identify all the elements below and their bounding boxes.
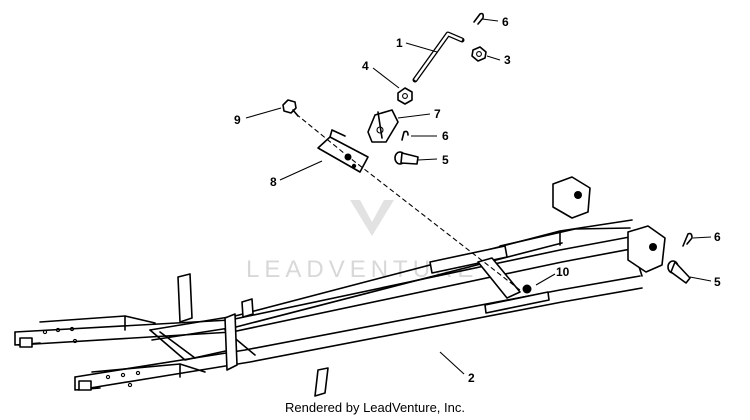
part-5-clevis-pin-right (667, 260, 691, 284)
main-frame-part-2 (14, 176, 666, 397)
part-6-hairpin-mid (401, 130, 409, 141)
callout-6: 6 (714, 230, 721, 244)
part-8-bracket (317, 129, 369, 173)
part-1-l-pin (412, 31, 465, 83)
callout-5: 5 (714, 275, 721, 289)
callout-numbers: 1 2 3 4 5 5 6 6 6 7 8 9 10 (234, 15, 721, 385)
callout-5: 5 (442, 153, 449, 167)
footer-credit: Rendered by LeadVenture, Inc. (285, 400, 465, 415)
watermark-logo-icon (350, 200, 394, 236)
part-4-nut (397, 87, 413, 105)
callout-6: 6 (442, 129, 449, 143)
callout-10: 10 (556, 265, 570, 279)
part-7-clevis (367, 109, 399, 143)
callout-4: 4 (362, 59, 369, 73)
callout-2: 2 (468, 371, 475, 385)
callout-3: 3 (504, 53, 511, 67)
part-3-nut (471, 46, 487, 62)
callout-6: 6 (502, 15, 509, 29)
part-9-bolt (282, 99, 299, 117)
callout-9: 9 (234, 113, 241, 127)
part-6-hairpin-top (473, 12, 484, 25)
part-6-hairpin-right (682, 232, 693, 247)
leader-lines (245, 18, 712, 375)
part-5-clevis-pin-top (394, 151, 419, 165)
callout-8: 8 (270, 175, 277, 189)
frame-holes (42, 326, 141, 388)
callout-1: 1 (396, 36, 403, 50)
callout-7: 7 (434, 107, 441, 121)
